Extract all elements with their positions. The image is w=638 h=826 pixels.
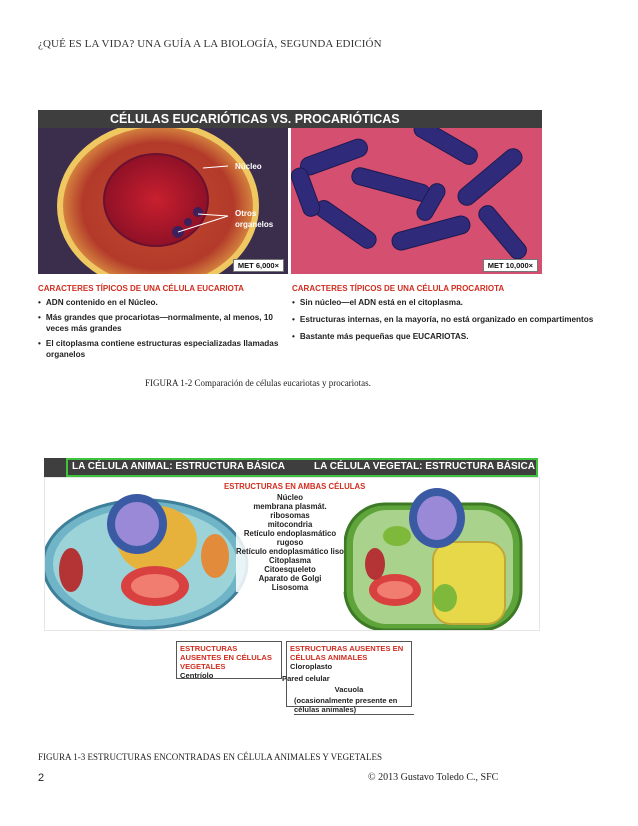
animal-cell-title: LA CÉLULA ANIMAL: ESTRUCTURA BÁSICA <box>72 461 285 472</box>
absent-in-animal-heading: ESTRUCTURAS AUSENTES EN CÉLULAS ANIMALES <box>290 644 404 662</box>
prokaryote-heading: CARACTERES TÍPICOS DE UNA CÉLULA PROCARI… <box>292 284 505 293</box>
list-item: El citoplasma contiene estructuras espec… <box>38 338 288 360</box>
label-plasma-membrane: membrana plasmát. <box>236 502 344 511</box>
label-vacuole: Vacuola <box>334 685 364 694</box>
nucleus-label: Núcleo <box>235 162 262 171</box>
label-ribosomes: ribosomas <box>236 511 344 520</box>
prokaryote-bullet-list: Sin núcleo—el ADN está en el citoplasma.… <box>292 297 622 342</box>
shared-structures-labels: Núcleo membrana plasmát. ribosomas mitoc… <box>236 493 344 592</box>
bacteria-illustration <box>291 128 542 274</box>
eukaryote-illustration <box>38 128 288 274</box>
label-cytoskeleton: Citoesqueleto <box>236 565 344 574</box>
figure-1-2-caption: FIGURA 1-2 Comparación de células eucari… <box>145 378 371 388</box>
figure-1-3-caption: FIGURA 1-3 ESTRUCTURAS ENCONTRADAS EN CÉ… <box>38 752 382 762</box>
running-head: ¿QUÉ ES LA VIDA? UNA GUÍA A LA BIOLOGÍA,… <box>38 38 382 50</box>
prokaryotic-cell-micrograph: MET 10,000× <box>291 128 542 274</box>
vacuole-note: (ocasionalmente presente en células anim… <box>294 696 414 715</box>
list-item: Más grandes que procariotas—normalmente,… <box>38 312 288 334</box>
magnification-badge: MET 10,000× <box>482 259 538 272</box>
organelles-label: Otros organelos <box>235 209 274 229</box>
list-item: Sin núcleo—el ADN está en el citoplasma. <box>292 297 622 308</box>
absent-in-plant-box: ESTRUCTURAS AUSENTES EN CÉLULAS VEGETALE… <box>176 641 282 680</box>
label-smooth-er: Retículo endoplasmático liso <box>236 547 344 556</box>
figure-banner: CÉLULAS EUCARIÓTICAS VS. PROCARIÓTICAS <box>38 110 542 128</box>
banner-highlight <box>66 458 538 477</box>
label-golgi: Aparato de Golgi <box>236 574 344 583</box>
copyright: © 2013 Gustavo Toledo C., SFC <box>368 772 499 783</box>
absent-in-plant-heading: ESTRUCTURAS AUSENTES EN CÉLULAS VEGETALE… <box>180 644 272 671</box>
eukaryote-heading: CARACTERES TÍPICOS DE UNA CÉLULA EUCARIO… <box>38 284 244 293</box>
figure-banner <box>44 458 538 477</box>
label-centriole: Centríolo <box>180 671 214 680</box>
magnification-badge: MET 6,000× <box>232 259 284 272</box>
label-mitochondria: mitocondria <box>236 520 344 529</box>
both-structures-heading: ESTRUCTURAS EN AMBAS CÉLULAS <box>224 482 366 491</box>
figure-1-3: LA CÉLULA ANIMAL: ESTRUCTURA BÁSICA LA C… <box>38 458 540 728</box>
figure-1-2: CÉLULAS EUCARIÓTICAS VS. PROCARIÓTICAS N… <box>38 110 593 372</box>
label-cell-wall: Pared celular <box>282 674 330 683</box>
banner-title: CÉLULAS EUCARIÓTICAS VS. PROCARIÓTICAS <box>110 112 400 126</box>
eukaryotic-cell-micrograph: Núcleo Otros organelos MET 6,000× <box>38 128 288 274</box>
label-lysosome: Lisosoma <box>236 583 344 592</box>
list-item: Estructuras internas, en la mayoría, no … <box>292 314 622 325</box>
list-item: Bastante más pequeñas que EUCARIOTAS. <box>292 331 622 342</box>
label-cytoplasm: Citoplasma <box>236 556 344 565</box>
label-rough-er: Retículo endoplasmático rugoso <box>236 529 344 547</box>
label-chloroplast: Cloroplasto <box>290 662 333 671</box>
page-number: 2 <box>38 772 45 784</box>
eukaryote-bullet-list: ADN contenido en el Núcleo. Más grandes … <box>38 297 288 360</box>
list-item: ADN contenido en el Núcleo. <box>38 297 288 308</box>
absent-in-animal-box: ESTRUCTURAS AUSENTES EN CÉLULAS ANIMALES… <box>282 641 412 707</box>
plant-cell-title: LA CÉLULA VEGETAL: ESTRUCTURA BÁSICA <box>314 461 535 472</box>
label-nucleus: Núcleo <box>236 493 344 502</box>
